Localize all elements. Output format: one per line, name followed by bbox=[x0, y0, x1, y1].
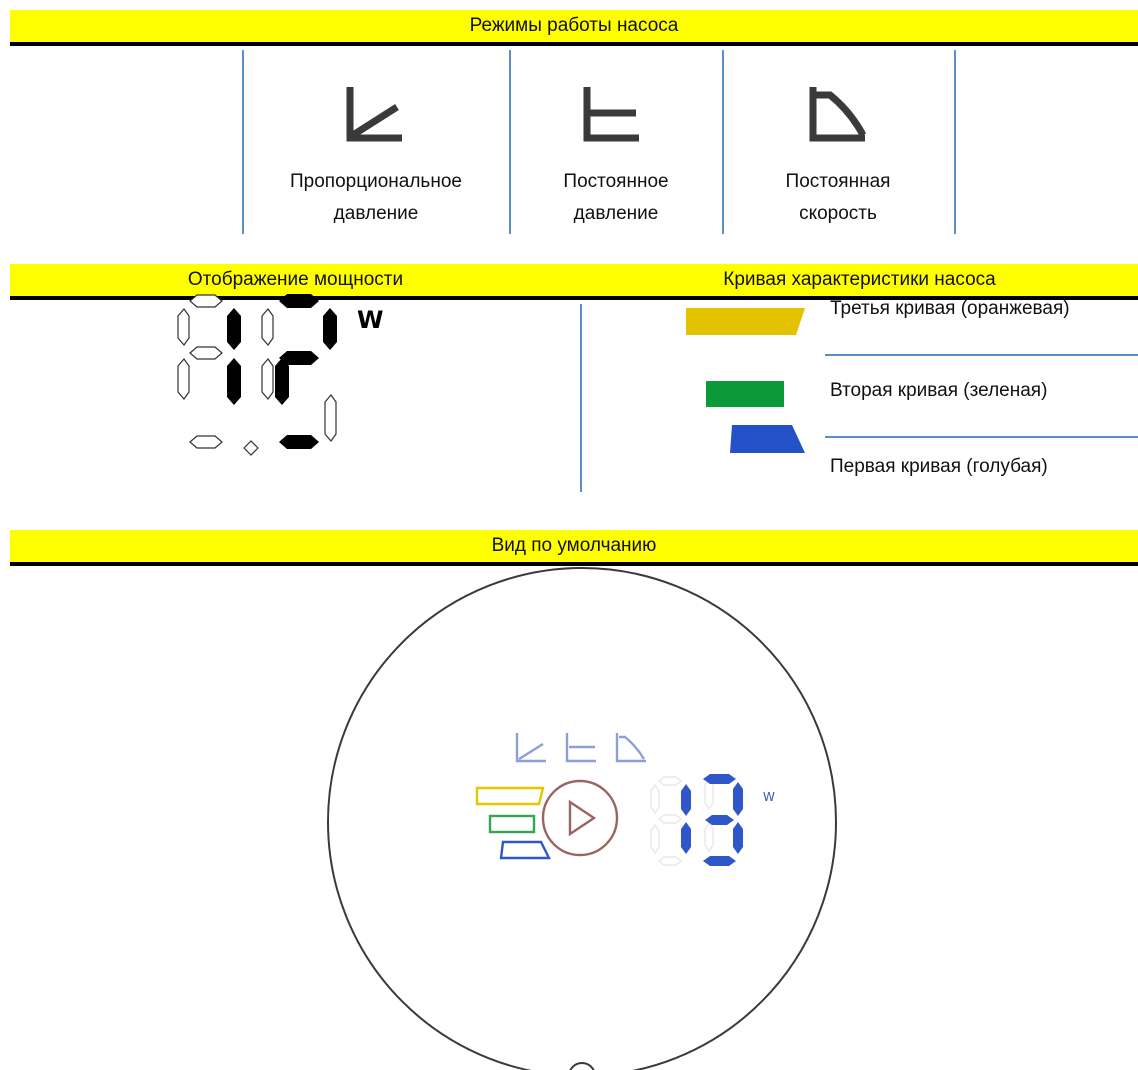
divider bbox=[242, 50, 244, 234]
mode-label: Постоянная скорость bbox=[718, 166, 958, 230]
segment bbox=[650, 823, 660, 855]
mode-label-line1: Постоянная bbox=[785, 171, 891, 192]
divider bbox=[722, 50, 724, 234]
divider bbox=[509, 50, 511, 234]
segment bbox=[733, 822, 743, 854]
constant-speed-icon bbox=[615, 733, 646, 763]
segment bbox=[657, 814, 683, 824]
segment bbox=[177, 308, 190, 346]
segment bbox=[650, 783, 660, 815]
curve-bar-third bbox=[686, 308, 805, 335]
segment bbox=[681, 784, 691, 816]
proportional-pressure-icon bbox=[346, 87, 402, 142]
section-header-modes: Режимы работы насоса bbox=[10, 10, 1138, 46]
segment bbox=[323, 308, 337, 350]
curve-indicator bbox=[475, 786, 551, 860]
mode-label-line2: давление bbox=[573, 203, 659, 224]
curve-bar-first bbox=[730, 425, 805, 453]
segment bbox=[261, 308, 274, 346]
section-header-curves: Кривая характеристики насоса bbox=[581, 264, 1138, 300]
divider bbox=[825, 354, 1138, 356]
mode-icons-row bbox=[515, 733, 646, 763]
segment bbox=[657, 776, 683, 786]
mode-label-line1: Постоянное bbox=[563, 171, 669, 192]
segment bbox=[279, 435, 319, 449]
segment bbox=[227, 358, 241, 405]
segment bbox=[189, 346, 223, 360]
segment bbox=[657, 856, 683, 866]
segment bbox=[243, 440, 259, 456]
play-button[interactable] bbox=[540, 778, 620, 858]
segment bbox=[279, 351, 319, 365]
segment bbox=[704, 821, 714, 853]
curve-label-first: Первая кривая (голубая) bbox=[830, 456, 1048, 477]
segment bbox=[189, 294, 223, 308]
divider bbox=[580, 304, 582, 492]
segment bbox=[705, 815, 734, 825]
section-header-default: Вид по умолчанию bbox=[10, 530, 1138, 566]
mode-label-line2: давление bbox=[333, 203, 419, 224]
divider bbox=[954, 50, 956, 234]
curve-label-second: Вторая кривая (зеленая) bbox=[830, 380, 1048, 401]
constant-pressure-icon bbox=[583, 87, 639, 142]
segment bbox=[279, 294, 319, 308]
mode-label: Постоянное давление bbox=[496, 166, 736, 230]
segment bbox=[703, 774, 736, 784]
constant-pressure-icon bbox=[565, 733, 596, 763]
mode-label-line1: Пропорциональное bbox=[290, 171, 462, 192]
segment bbox=[681, 822, 691, 854]
segment bbox=[261, 358, 274, 400]
segment bbox=[177, 358, 190, 400]
play-icon bbox=[568, 799, 597, 837]
divider bbox=[825, 436, 1138, 438]
power-seven-segment-display: W bbox=[177, 294, 383, 456]
curve-label-third: Третья кривая (оранжевая) bbox=[830, 298, 1070, 319]
default-power-unit: W bbox=[763, 790, 775, 804]
default-power-display: W bbox=[650, 774, 775, 866]
constant-speed-icon bbox=[809, 87, 867, 142]
segment bbox=[324, 394, 337, 442]
segment bbox=[733, 782, 743, 816]
segment bbox=[703, 856, 736, 866]
segment bbox=[275, 358, 289, 405]
mode-label-line2: скорость bbox=[799, 203, 877, 224]
mode-label: Пропорциональное давление bbox=[256, 166, 496, 230]
curve-bar-second bbox=[706, 381, 784, 407]
segment bbox=[189, 435, 223, 449]
power-unit-label: W bbox=[357, 306, 383, 334]
proportional-pressure-icon bbox=[515, 733, 546, 763]
segment bbox=[227, 308, 241, 350]
